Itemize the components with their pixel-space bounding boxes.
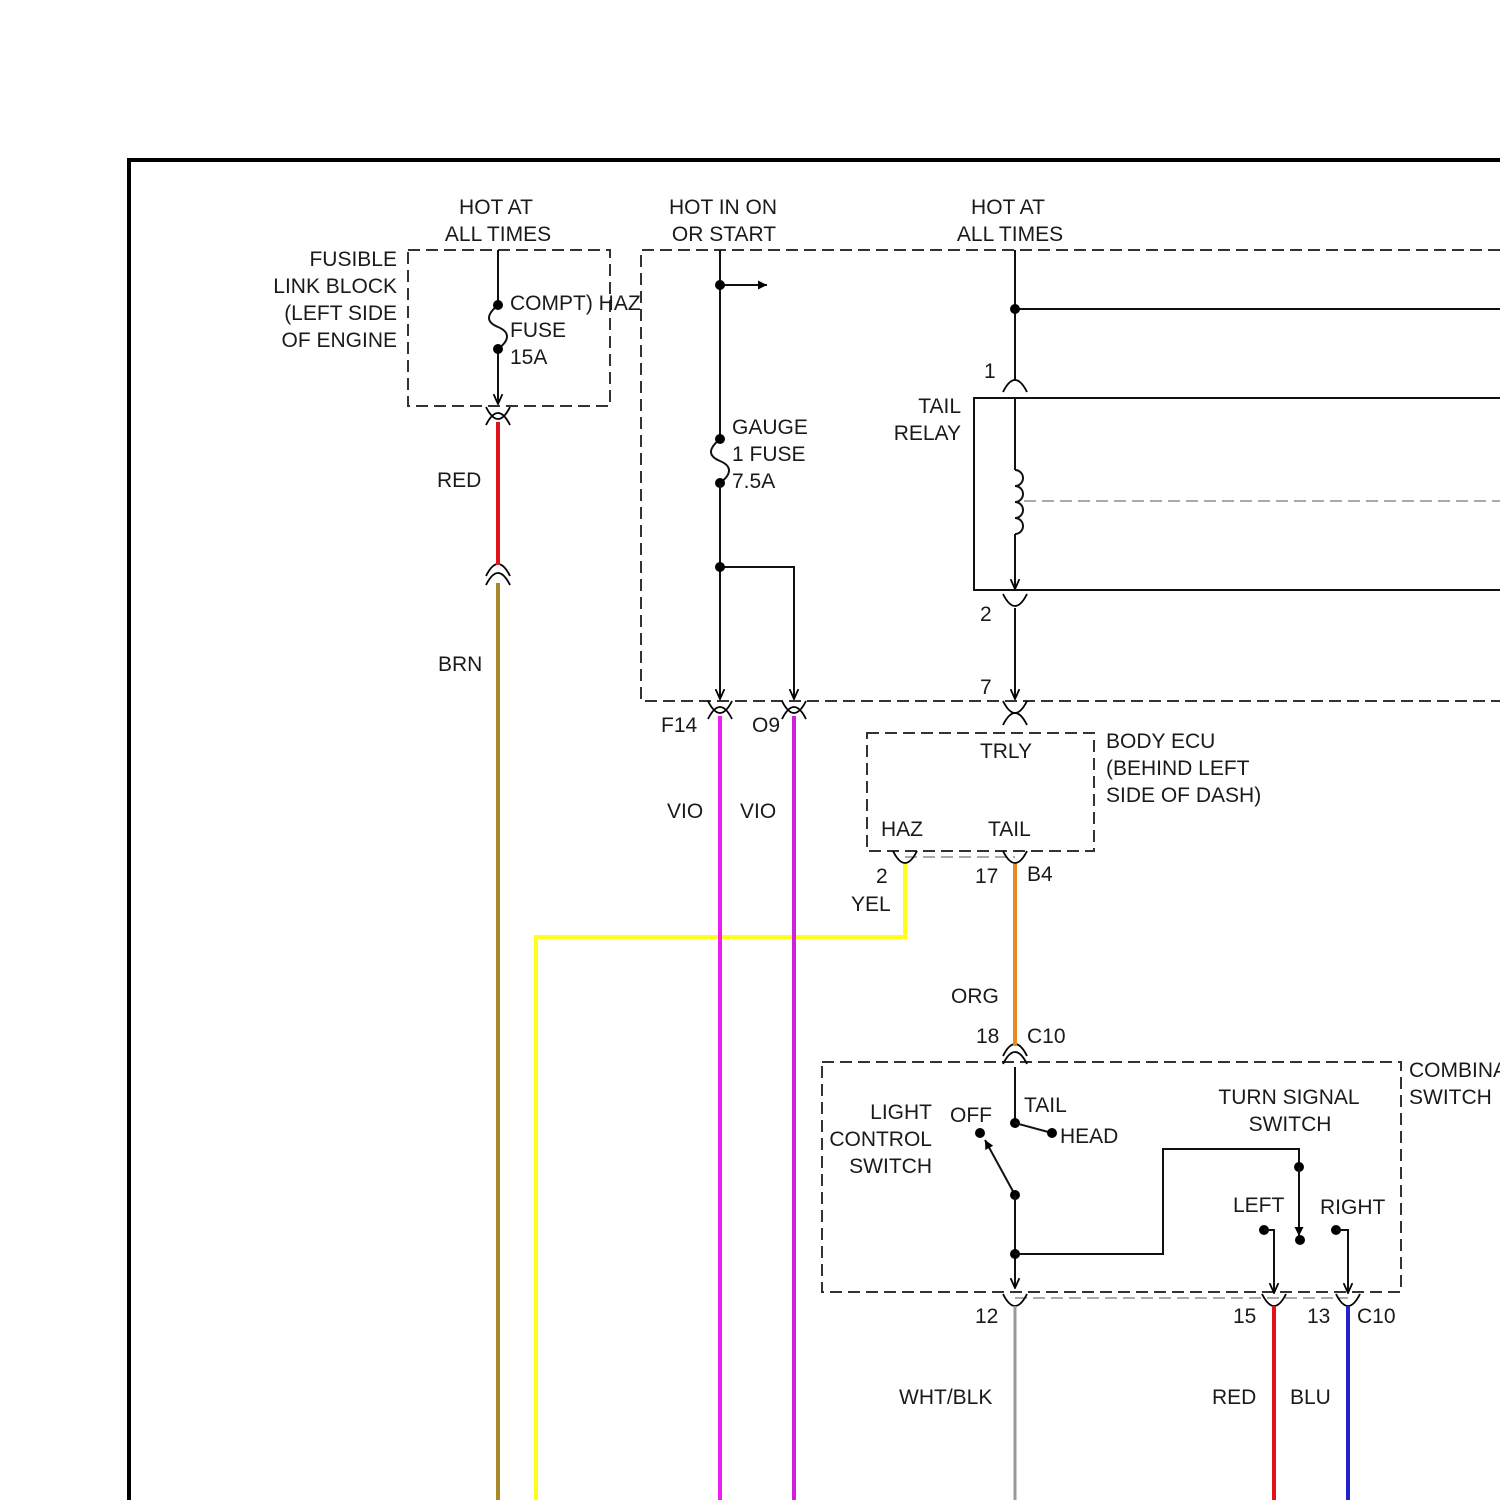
red-wire-label: RED: [437, 469, 481, 492]
connector-relay-pin7-b: [1003, 713, 1027, 725]
connector-b4: B4: [1027, 863, 1053, 886]
pin-18: 18: [976, 1025, 999, 1048]
ecu-tail-label: TAIL: [988, 818, 1031, 841]
blue-wire-label: BLU: [1290, 1386, 1331, 1409]
connector-relay-pin2: [1003, 594, 1027, 606]
connector-c10-top: C10: [1027, 1025, 1066, 1048]
yellow-wire-label: YEL: [851, 893, 891, 916]
diagram-frame: [129, 160, 1500, 1500]
connector-inline-red-brn-a: [486, 564, 510, 576]
red-wire-label-bottom: RED: [1212, 1386, 1256, 1409]
connector-f14: F14: [661, 714, 698, 737]
orange-wire-label: ORG: [951, 985, 999, 1008]
connector-o9: O9: [752, 714, 780, 737]
pin-15: 15: [1233, 1305, 1256, 1328]
ecu-pin-2: 2: [876, 865, 888, 888]
connector-c10-15: [1262, 1294, 1286, 1306]
relay-pin-2: 2: [980, 603, 992, 626]
relay-pin-1: 1: [984, 360, 996, 383]
turn-right-label: RIGHT: [1320, 1196, 1386, 1219]
light-switch-head-label: HEAD: [1060, 1125, 1118, 1148]
connector-relay-pin7-a: [1003, 701, 1027, 713]
pin-13: 13: [1307, 1305, 1330, 1328]
ecu-trly-label: TRLY: [980, 740, 1032, 763]
pin-12: 12: [975, 1305, 998, 1328]
turn-left-label: LEFT: [1233, 1194, 1285, 1217]
connector-c10-bottom: C10: [1357, 1305, 1396, 1328]
light-switch-tail-label: TAIL: [1024, 1094, 1067, 1117]
violet-wire-label-2: VIO: [740, 800, 776, 823]
fusible-link-block-box: [408, 250, 610, 406]
relay-coil-icon: [1015, 470, 1023, 534]
haz-fuse-symbol: [489, 305, 507, 349]
brown-wire-label: BRN: [438, 653, 482, 676]
tail-relay-body: [974, 398, 1500, 590]
ecu-pin-17: 17: [975, 865, 998, 888]
gauge-fuse-symbol: [711, 439, 729, 483]
light-switch-lever[interactable]: [985, 1140, 1015, 1195]
light-switch-off-label: OFF: [950, 1104, 992, 1127]
connector-c10-12: [1003, 1294, 1027, 1306]
ecu-haz-label: HAZ: [881, 818, 923, 841]
white-black-wire-label: WHT/BLK: [899, 1386, 992, 1409]
violet-wire-label-1: VIO: [667, 800, 703, 823]
connector-relay-pin1: [1003, 380, 1027, 392]
relay-pin-7: 7: [980, 676, 992, 699]
